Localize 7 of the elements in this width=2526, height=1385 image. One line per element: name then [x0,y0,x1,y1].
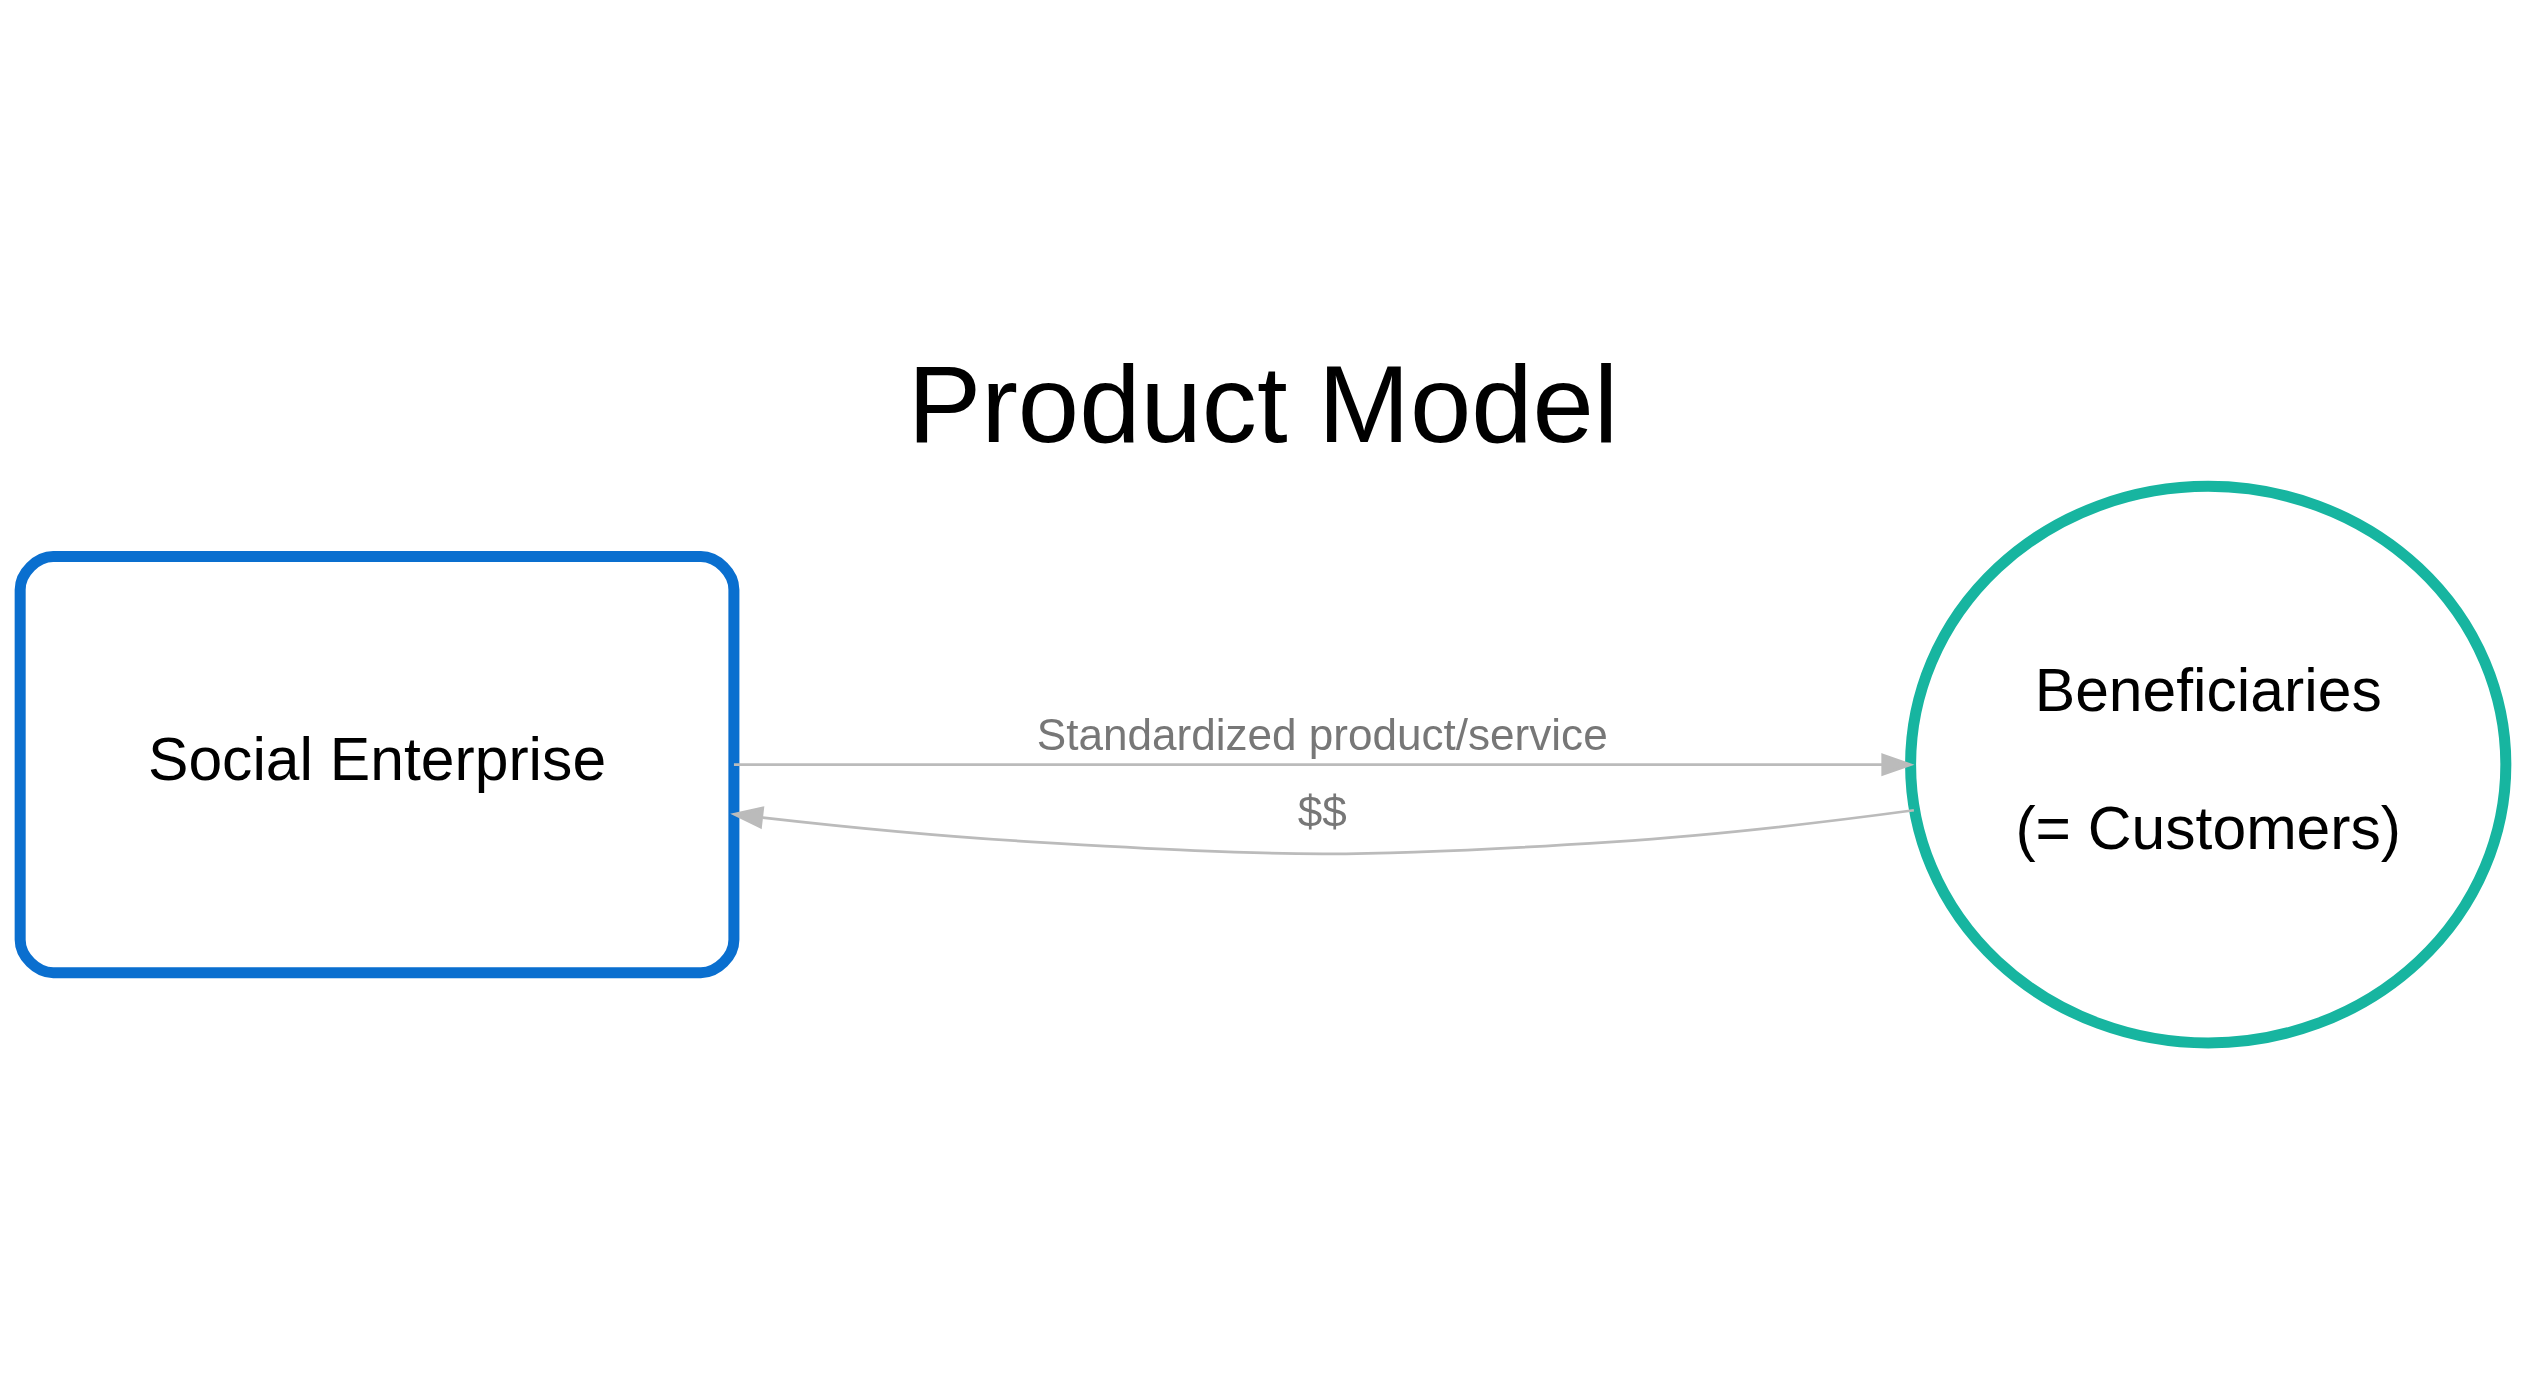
arrow [733,752,1915,776]
edge-label: $$ [1297,786,1347,836]
diagram-title: Product Model [907,341,1619,465]
edge-label: Standardized product/service [1036,709,1608,759]
node-box: Social Enterprise [14,550,740,978]
arrow [730,805,1915,855]
node-circle: Beneficiaries (= Customers) [1905,480,2512,1048]
